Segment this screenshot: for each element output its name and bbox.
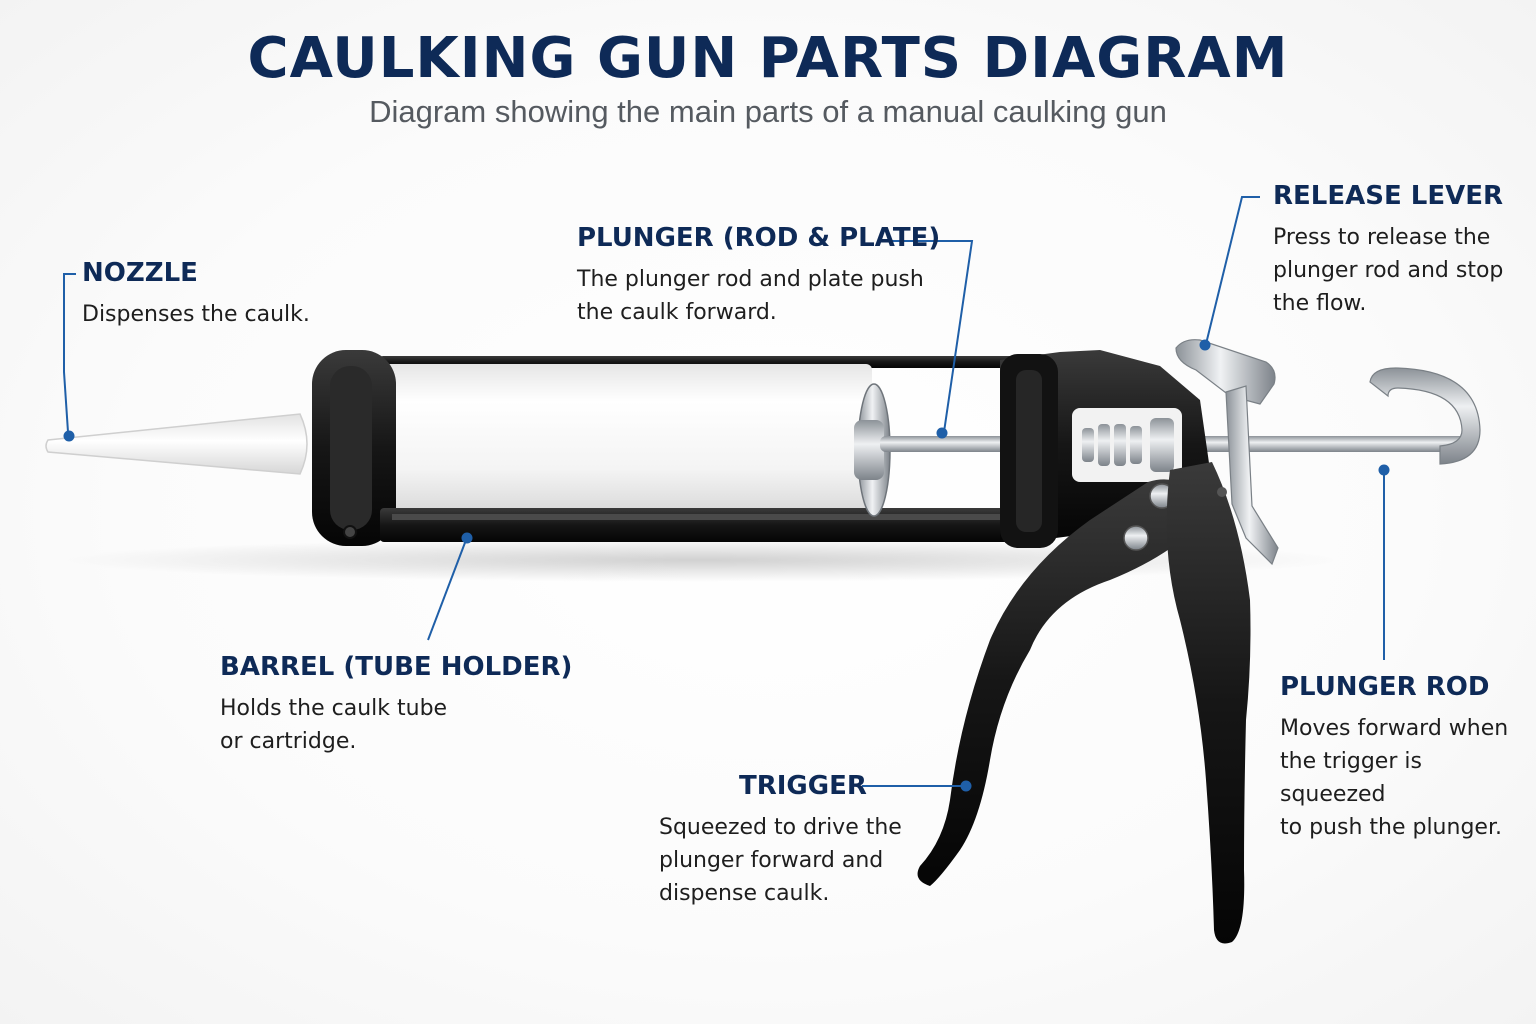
release-lever-callout: RELEASE LEVER Press to release the plung… xyxy=(1273,181,1523,320)
plunger-rod-plate-heading: PLUNGER (ROD & PLATE) xyxy=(577,223,941,253)
plunger-hub xyxy=(854,420,884,480)
plunger-rod-plate-desc-line: the caulk forward. xyxy=(577,300,777,325)
plunger-rod-plate-description: The plunger rod and plate push the caulk… xyxy=(577,263,957,329)
frame-rear-ring-inner xyxy=(1016,370,1042,532)
trigger-callout: TRIGGER Squeezed to drive the plunger fo… xyxy=(659,771,919,910)
nozzle-leader-line xyxy=(63,273,76,433)
page-title: CAULKING GUN PARTS DIAGRAM xyxy=(247,26,1289,91)
trigger-heading: TRIGGER xyxy=(739,771,867,801)
trigger-anchor-dot xyxy=(960,780,972,792)
barrel-callout: BARREL (TUBE HOLDER) Holds the caulk tub… xyxy=(220,652,573,758)
handle-grip xyxy=(1166,462,1251,944)
page-subtitle: Diagram showing the main parts of a manu… xyxy=(369,94,1167,129)
plunger-rod-plate-anchor-dot xyxy=(936,427,948,439)
release-lever-heading: RELEASE LEVER xyxy=(1273,181,1504,211)
rod-hook xyxy=(1369,367,1481,465)
nozzle-callout: NOZZLE Dispenses the caulk. xyxy=(82,258,382,331)
nozzle-description: Dispenses the caulk. xyxy=(82,298,382,331)
plunger-rod-heading: PLUNGER ROD xyxy=(1280,672,1490,702)
nozzle-heading: NOZZLE xyxy=(82,258,198,288)
plunger-rod-desc-line: Moves forward when xyxy=(1280,716,1509,741)
barrel-description: Holds the caulk tube or cartridge. xyxy=(220,692,560,758)
plunger-rod-anchor-dot xyxy=(1378,464,1390,476)
barrel-front-cap-inner xyxy=(330,366,372,530)
release-lever-plate xyxy=(1175,339,1276,405)
trigger-desc-line: dispense caulk. xyxy=(659,881,830,906)
caulk-tube xyxy=(362,364,872,514)
plunger-rod-desc-line: to push the plunger. xyxy=(1280,815,1502,840)
release-lever-description: Press to release the plunger rod and sto… xyxy=(1273,221,1523,320)
barrel-leader-line xyxy=(427,539,467,641)
release-lever-arm xyxy=(1225,385,1279,566)
plunger-rod-plate-leader-line xyxy=(890,240,974,433)
trigger-description: Squeezed to drive the plunger forward an… xyxy=(659,811,919,910)
handle-screw xyxy=(1217,487,1227,497)
trigger-desc-line: Squeezed to drive the xyxy=(659,815,902,840)
trigger-link-rivet xyxy=(1123,525,1149,551)
trigger-desc-line: plunger forward and xyxy=(659,848,884,873)
plunger-rod-desc-line: the trigger is squeezed xyxy=(1280,749,1422,807)
plunger-rod-plate-desc-line: The plunger rod and plate push xyxy=(577,267,924,292)
barrel-heading: BARREL (TUBE HOLDER) xyxy=(220,652,573,682)
plunger-rod-description: Moves forward when the trigger is squeez… xyxy=(1280,712,1530,844)
plunger-rod-callout: PLUNGER ROD Moves forward when the trigg… xyxy=(1280,672,1530,844)
release-lever-anchor-dot xyxy=(1199,339,1211,351)
barrel-desc-line: or cartridge. xyxy=(220,729,357,754)
nozzle-shape xyxy=(45,413,308,475)
barrel-rail-highlight xyxy=(392,514,1002,520)
barrel-desc-line: Holds the caulk tube xyxy=(220,696,448,721)
nozzle-desc-line: Dispenses the caulk. xyxy=(82,302,310,327)
gun-shadow xyxy=(60,538,1340,582)
nozzle-anchor-dot xyxy=(63,430,75,442)
release-lever-leader-line xyxy=(1205,196,1260,345)
plunger-rod-plate-callout: PLUNGER (ROD & PLATE) The plunger rod an… xyxy=(577,223,957,329)
release-lever-desc-line: the flow. xyxy=(1273,291,1367,316)
cap-screw xyxy=(343,525,357,539)
barrel-anchor-dot xyxy=(461,532,473,544)
spring xyxy=(1082,418,1174,472)
release-lever-desc-line: Press to release the xyxy=(1273,225,1491,250)
release-lever-desc-line: plunger rod and stop xyxy=(1273,258,1504,283)
